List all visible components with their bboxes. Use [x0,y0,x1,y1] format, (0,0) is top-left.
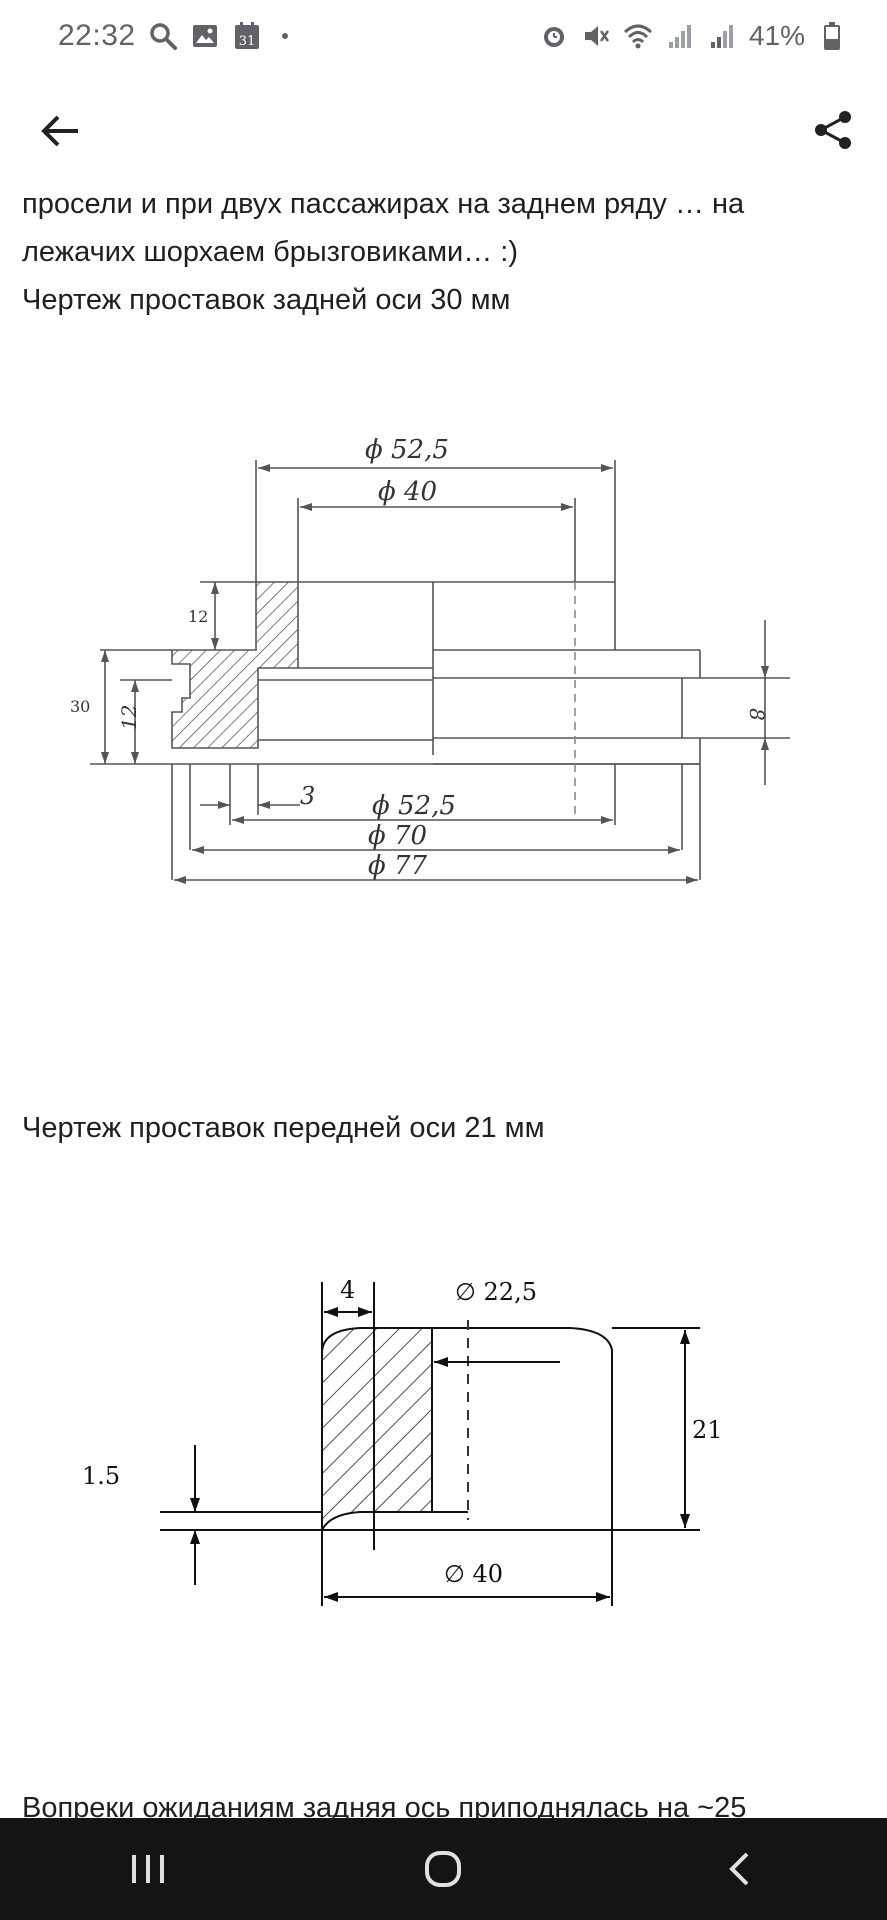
mute-icon [581,21,611,51]
home-button[interactable] [383,1829,503,1909]
app-bar [0,92,887,168]
dim-label: 21 [692,1416,723,1444]
rear-spacer-drawing: ϕ 52,5 ϕ 40 12 30 12 8 3 ϕ 52,5 ϕ 70 ϕ 7… [70,435,790,884]
dim-label: 4 [340,1276,355,1304]
status-time: 22:32 [58,19,136,52]
article-line: просели и при двух пассажирах на заднем … [22,188,745,220]
notification-dot [281,33,288,39]
dim-label: 1.5 [82,1462,120,1490]
caption-front-axle: Чертеж проставок передней оси 21 мм [22,1112,545,1144]
status-bar: 22:32 31 41% [0,0,887,72]
calendar-day: 31 [238,34,255,49]
article-content: просели и при двух пассажирах на заднем … [22,180,867,324]
dim-label: ϕ 52,5 [365,435,449,465]
navigation-bar [0,1818,887,1920]
caption-rear-axle: Чертеж проставок задней оси 30 мм [22,284,511,316]
dim-label: ϕ 77 [368,851,428,881]
battery-percent: 41% [748,20,805,51]
dim-label: ϕ 52,5 [372,791,456,821]
dim-label: ∅ 22,5 [455,1278,537,1306]
signal-icon [707,21,737,51]
dim-label: 12 [117,705,141,730]
search-icon [148,21,178,51]
dim-label: ϕ 40 [378,477,437,507]
status-left: 22:32 31 [58,19,288,53]
share-icon [815,111,851,149]
recents-button[interactable] [88,1829,208,1909]
calendar-icon: 31 [232,21,262,51]
article-line: лежачих шорхаем брызговиками… :) [22,236,519,268]
battery-icon [817,21,847,51]
recents-icon [131,1855,164,1883]
image-icon [190,21,220,51]
share-button[interactable] [809,106,857,154]
dim-label: 30 [70,697,90,716]
status-right: 41% [539,20,847,52]
dim-label: 12 [188,607,208,626]
arrow-left-icon [41,115,78,147]
dim-label: 3 [300,782,315,810]
dim-label: 8 [745,708,769,721]
back-button[interactable] [36,110,84,152]
nav-back-button[interactable] [679,1829,799,1909]
dim-label: ∅ 40 [444,1560,503,1588]
dim-label: ϕ 70 [368,821,427,851]
nav-back-icon [729,1852,749,1886]
wifi-icon [623,21,653,51]
home-icon [425,1851,462,1887]
signal-icon [665,21,695,51]
alarm-icon [539,21,569,51]
front-spacer-drawing: 4 ∅ 22,5 21 1.5 ∅ 40 [82,1276,723,1606]
